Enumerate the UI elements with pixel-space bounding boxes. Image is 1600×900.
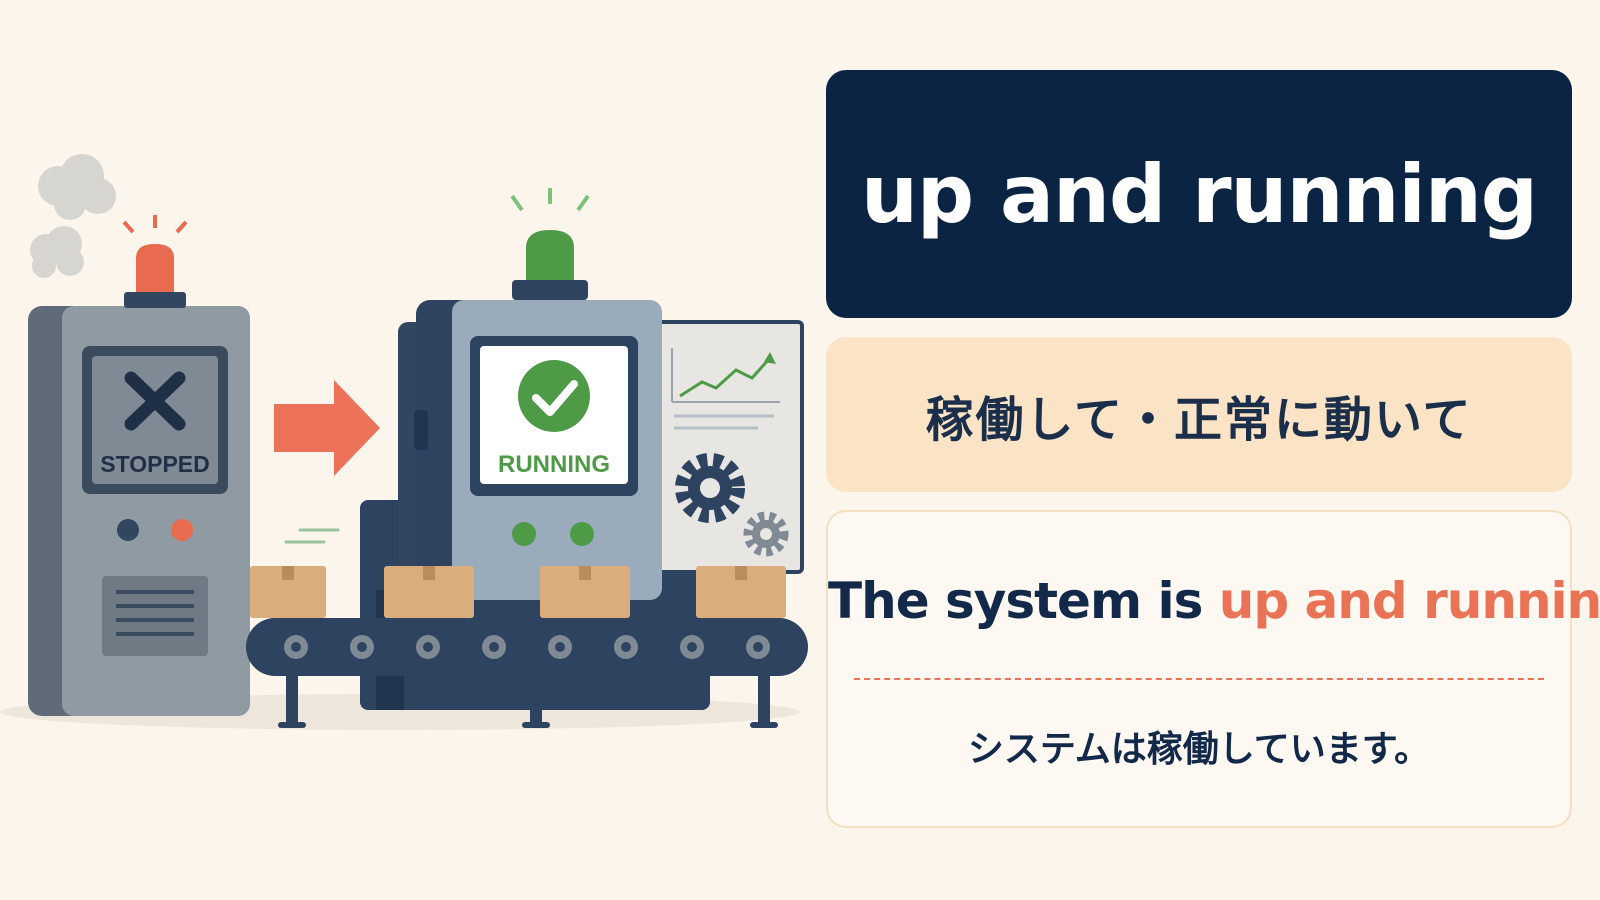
running-machine: RUNNING [398,188,662,602]
conveyor-belt [246,618,808,728]
example-sentence-english: The system is up and running. [828,572,1600,630]
stopped-machine: STOPPED [28,215,250,716]
trend-arrow-icon [679,356,772,398]
dashed-divider [854,678,1544,680]
phrase-title: up and running [860,147,1538,241]
right-arrow-icon [274,380,380,476]
gear-icon [675,453,789,557]
red-siren-icon [122,215,188,308]
box-icon [250,566,786,618]
machine-illustration: STOPPED [0,154,808,730]
example-prefix: The system is [828,572,1219,630]
green-siren-icon [510,188,590,300]
check-icon [518,360,590,432]
x-icon [124,371,186,431]
example-card: The system is up and running. システムは稼働してい… [826,510,1600,828]
japanese-meaning: 稼働して・正常に動いて [925,391,1473,448]
example-sentence-japanese: システムは稼働しています。 [967,729,1431,770]
phrase-title-card: up and running [826,70,1572,318]
stopped-label: STOPPED [100,451,210,477]
running-label: RUNNING [498,451,610,478]
smoke-icon [30,154,116,278]
example-highlight: up and running [1218,572,1600,630]
meaning-card: 稼働して・正常に動いて [826,337,1572,492]
motion-lines [284,528,340,544]
